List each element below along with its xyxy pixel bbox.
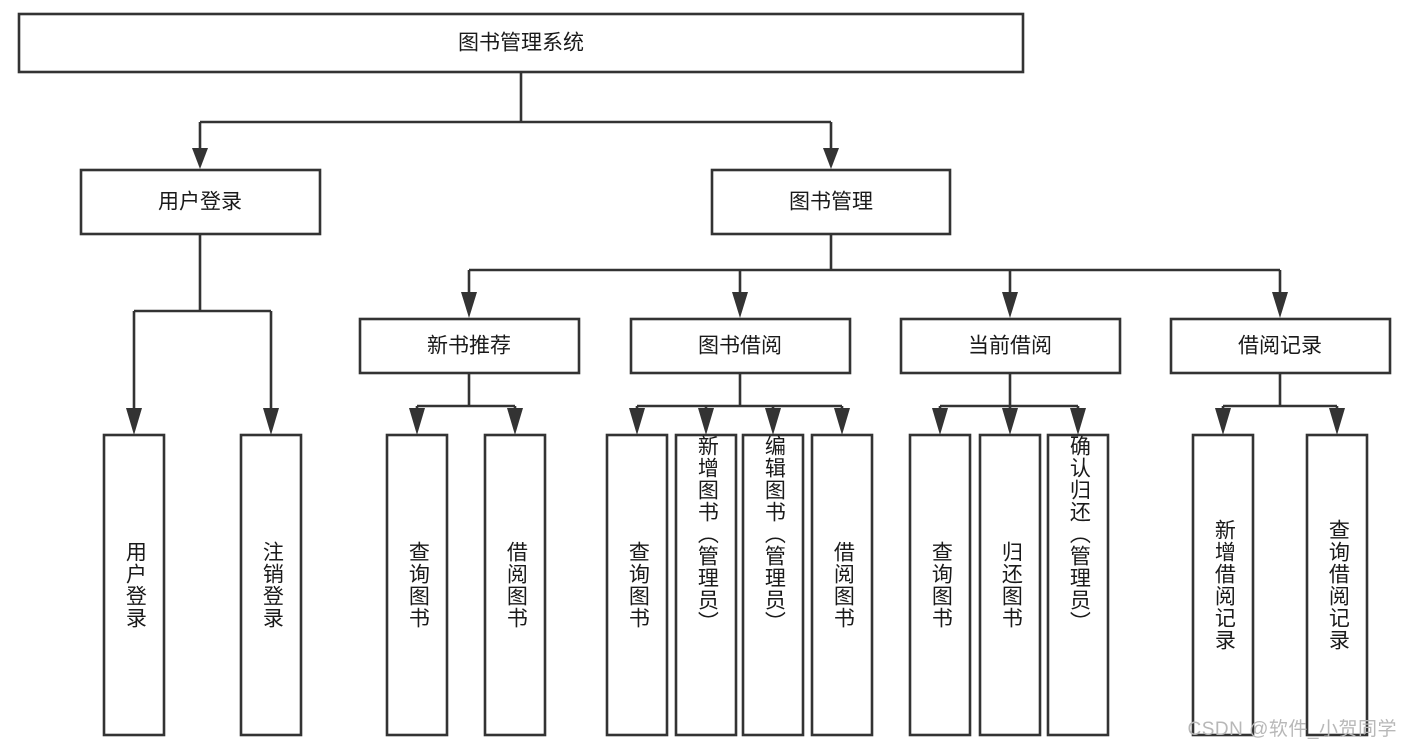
node-level2-current-borrow[interactable]: 当前借阅 (899, 317, 1122, 375)
leaf-box-current-borrow-1[interactable] (978, 433, 1042, 737)
arrow-down-icon (409, 408, 425, 435)
arrow-down-icon (1002, 408, 1018, 435)
leaf-box-book-borrow-1[interactable] (674, 433, 738, 737)
leaf-box-current-borrow-2[interactable] (1046, 433, 1110, 737)
leaf-box-user-login-0[interactable] (102, 433, 166, 737)
leaf-group-user-login (102, 433, 303, 737)
node-level1-book-management[interactable]: 图书管理 (710, 168, 952, 236)
edges-borrow-record-to-leaves (1215, 373, 1345, 435)
watermark-text: CSDN @软件_小贺同学 (1187, 719, 1397, 740)
node-level1-book-management-box[interactable] (710, 168, 952, 236)
arrow-down-icon (698, 408, 714, 435)
edges-current-borrow-to-leaves (932, 373, 1086, 435)
node-level1-book-management-label: 图书管理 (789, 191, 873, 214)
node-root[interactable]: 图书管理系统 (17, 12, 1025, 74)
leaf-box-book-borrow-3[interactable] (810, 433, 874, 737)
arrow-down-icon (1329, 408, 1345, 435)
arrow-down-icon (1070, 408, 1086, 435)
leaf-box-user-login-1[interactable] (239, 433, 303, 737)
arrow-down-icon (507, 408, 523, 435)
arrow-down-icon (126, 408, 142, 435)
node-root-box[interactable] (17, 12, 1025, 74)
arrow-down-icon (629, 408, 645, 435)
edges-book-mgmt-to-level2 (461, 234, 1288, 318)
node-root-label: 图书管理系统 (458, 32, 584, 55)
leaf-group-new-book-recommend (385, 433, 547, 737)
leaf-box-book-borrow-2[interactable] (741, 433, 805, 737)
node-level2-borrow-record-box[interactable] (1169, 317, 1392, 375)
node-level2-borrow-record-label: 借阅记录 (1238, 335, 1322, 358)
arrow-down-icon (192, 148, 208, 169)
leaf-box-new-book-0[interactable] (385, 433, 449, 737)
leaf-group-current-borrow (908, 433, 1110, 737)
leaf-box-current-borrow-0[interactable] (908, 433, 972, 737)
node-level2-borrow-record[interactable]: 借阅记录 (1169, 317, 1392, 375)
arrow-down-icon (823, 148, 839, 169)
leaf-box-book-borrow-0[interactable] (605, 433, 669, 737)
leaf-group-borrow-record (1191, 433, 1369, 737)
edges-root-to-level1 (192, 72, 839, 169)
node-level2-new-book-recommend-box[interactable] (358, 317, 581, 375)
edges-new-book-to-leaves (409, 373, 523, 435)
arrow-down-icon (461, 292, 477, 318)
arrow-down-icon (1272, 292, 1288, 318)
leaf-box-borrow-record-1[interactable] (1305, 433, 1369, 737)
arrow-down-icon (263, 408, 279, 435)
node-level1-user-login[interactable]: 用户登录 (79, 168, 322, 236)
arrow-down-icon (1002, 292, 1018, 318)
arrow-down-icon (932, 408, 948, 435)
leaf-group-book-borrow (605, 433, 874, 737)
arrow-down-icon (732, 292, 748, 318)
edges-book-borrow-to-leaves (629, 373, 850, 435)
node-level2-current-borrow-label: 当前借阅 (968, 335, 1052, 358)
leaf-box-new-book-1[interactable] (483, 433, 547, 737)
edges-user-login-to-leaves (126, 234, 279, 435)
node-level2-new-book-recommend-label: 新书推荐 (427, 335, 511, 358)
node-level2-current-borrow-box[interactable] (899, 317, 1122, 375)
node-level2-book-borrow-label: 图书借阅 (698, 335, 782, 358)
arrow-down-icon (765, 408, 781, 435)
node-level2-new-book-recommend[interactable]: 新书推荐 (358, 317, 581, 375)
node-level2-book-borrow[interactable]: 图书借阅 (629, 317, 852, 375)
leaf-box-borrow-record-0[interactable] (1191, 433, 1255, 737)
arrow-down-icon (834, 408, 850, 435)
node-level1-user-login-label: 用户登录 (158, 191, 242, 214)
arrow-down-icon (1215, 408, 1231, 435)
node-level2-book-borrow-box[interactable] (629, 317, 852, 375)
